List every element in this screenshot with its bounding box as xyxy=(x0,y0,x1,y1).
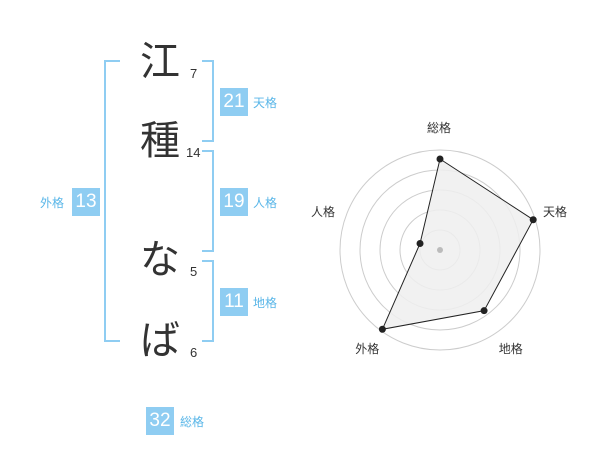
tenkaku-label: 天格 xyxy=(253,96,278,110)
chikaku-label: 地格 xyxy=(253,296,278,310)
gaikaku-bracket xyxy=(104,60,120,342)
stroke-count-4: 6 xyxy=(190,345,198,360)
stroke-count-2: 14 xyxy=(186,145,201,160)
gaikaku-value-badge: 13 xyxy=(72,188,100,216)
jinkaku-bracket xyxy=(202,150,214,252)
name-char-3: な xyxy=(140,237,180,283)
radar-ring xyxy=(339,149,541,351)
soukaku-value-badge: 32 xyxy=(146,407,174,435)
radar-center-dot xyxy=(437,247,443,253)
stroke-count-1: 7 xyxy=(190,66,198,81)
chikaku-bracket xyxy=(202,260,214,342)
radar-axis-label: 地格 xyxy=(498,341,523,356)
radar-point xyxy=(378,325,386,333)
radar-axis-label: 人格 xyxy=(310,205,335,220)
radar-series-polygon xyxy=(381,158,534,330)
radar-axis-label: 天格 xyxy=(543,205,568,220)
radar-point xyxy=(416,240,424,248)
stroke-count-3: 5 xyxy=(190,264,198,279)
name-char-2: 種 xyxy=(140,118,180,164)
radar-point xyxy=(529,216,537,224)
name-char-1: 江 xyxy=(140,39,180,85)
gaikaku-label: 外格 xyxy=(40,196,65,210)
radar-axis-label: 外格 xyxy=(355,341,380,356)
radar-axis-label: 総格 xyxy=(427,121,452,135)
tenkaku-bracket xyxy=(202,60,214,142)
jinkaku-label: 人格 xyxy=(253,196,278,210)
tenkaku-value-badge: 21 xyxy=(220,88,248,116)
chikaku-value-badge: 11 xyxy=(220,288,248,316)
name-char-4: ば xyxy=(140,318,180,364)
radar-point xyxy=(436,155,444,163)
soukaku-label: 総格 xyxy=(180,415,205,429)
radar-point xyxy=(480,307,488,315)
jinkaku-value-badge: 19 xyxy=(220,188,248,216)
